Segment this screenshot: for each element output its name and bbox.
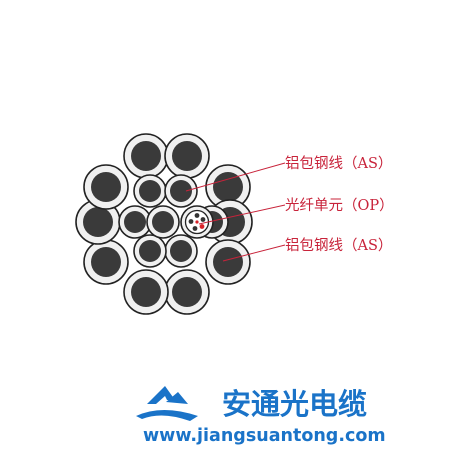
strand-wires (75, 133, 253, 315)
leader-line-middle (198, 204, 286, 225)
leader-line-top (185, 162, 286, 192)
outer-al-steel-wire (75, 199, 121, 245)
inner-al-steel-wire (146, 205, 180, 239)
inner-al-steel-wire (133, 234, 167, 268)
mountain-wave-logo-icon (136, 386, 198, 421)
brand-name: 安通光电缆 (222, 387, 367, 421)
inner-al-steel-wire (164, 174, 198, 208)
brand-url: www.jiangsuantong.com (143, 426, 386, 446)
leader-line-bottom (222, 244, 286, 262)
inner-al-steel-wire (164, 234, 198, 268)
inner-al-steel-wire (118, 205, 152, 239)
outer-al-steel-wire (205, 239, 251, 285)
outer-al-steel-wire (164, 133, 210, 179)
outer-al-steel-wire (83, 164, 129, 210)
outer-al-steel-wire (123, 133, 169, 179)
outer-al-steel-wire (83, 239, 129, 285)
inner-al-steel-wire (133, 174, 167, 208)
outer-al-steel-wire (123, 269, 169, 315)
label-optical-unit: 光纤单元（OP） (285, 197, 394, 214)
outer-al-steel-wire (164, 269, 210, 315)
label-al-steel-bottom: 铝包钢线（AS） (285, 237, 392, 254)
label-al-steel-top: 铝包钢线（AS） (285, 155, 392, 172)
optical-fiber-unit (180, 205, 214, 239)
